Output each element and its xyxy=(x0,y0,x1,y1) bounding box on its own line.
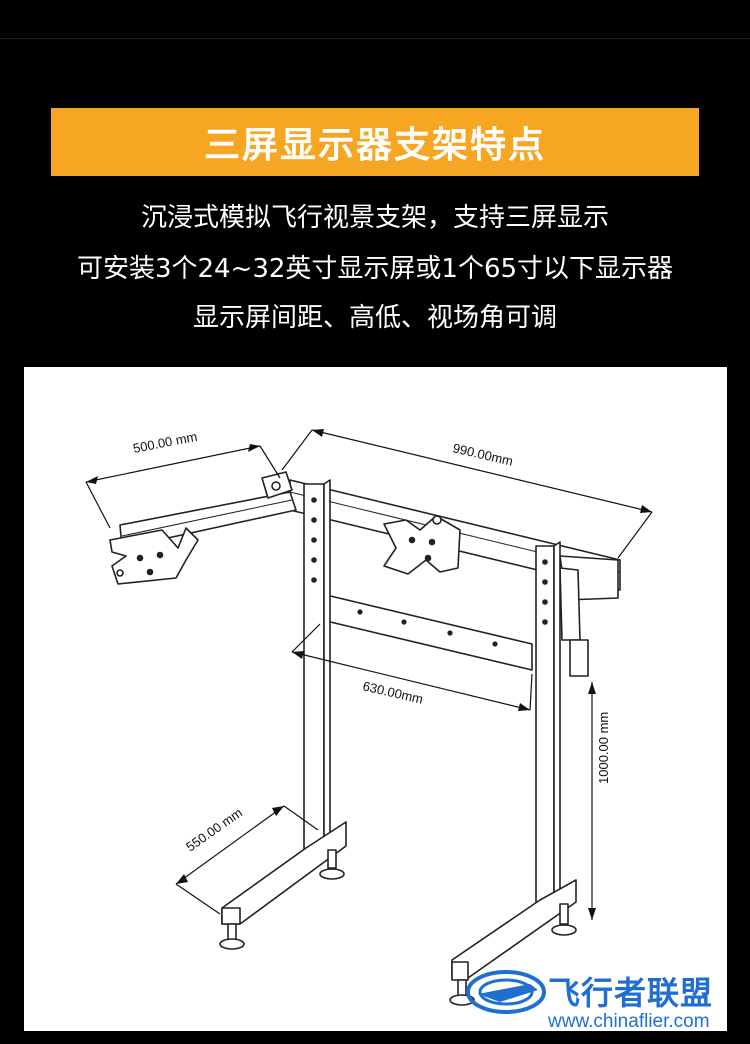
description-line-1: 沉浸式模拟飞行视景支架，支持三屏显示 xyxy=(140,203,609,233)
height-label: 1000.00 mm xyxy=(596,712,611,784)
description-line-3: 显示屏间距、高低、视场角可调 xyxy=(192,303,557,333)
banner-title: 三屏显示器支架特点 xyxy=(203,125,546,166)
width-label: 990.00mm xyxy=(451,440,514,468)
base-length-label: 550.00 mm xyxy=(183,805,245,855)
stand-diagram-panel: 500.00 mm 990.00mm 630.00mm 1000.00 mm 5… xyxy=(24,367,727,1031)
watermark-logo-icon xyxy=(466,970,546,1014)
watermark-url: www.chinaflier.com xyxy=(547,1011,710,1031)
watermark: 飞行者联盟 www.chinaflier.com xyxy=(466,970,713,1031)
stand-diagram: 500.00 mm 990.00mm 630.00mm 1000.00 mm 5… xyxy=(85,429,713,1031)
title-banner: 三屏显示器支架特点 xyxy=(51,108,699,176)
watermark-name: 飞行者联盟 xyxy=(548,974,713,1012)
arm-length-label: 500.00 mm xyxy=(132,429,199,456)
description-line-2: 可安装3个24~32英寸显示屏或1个65寸以下显示器 xyxy=(76,254,674,284)
top-divider xyxy=(0,38,750,39)
